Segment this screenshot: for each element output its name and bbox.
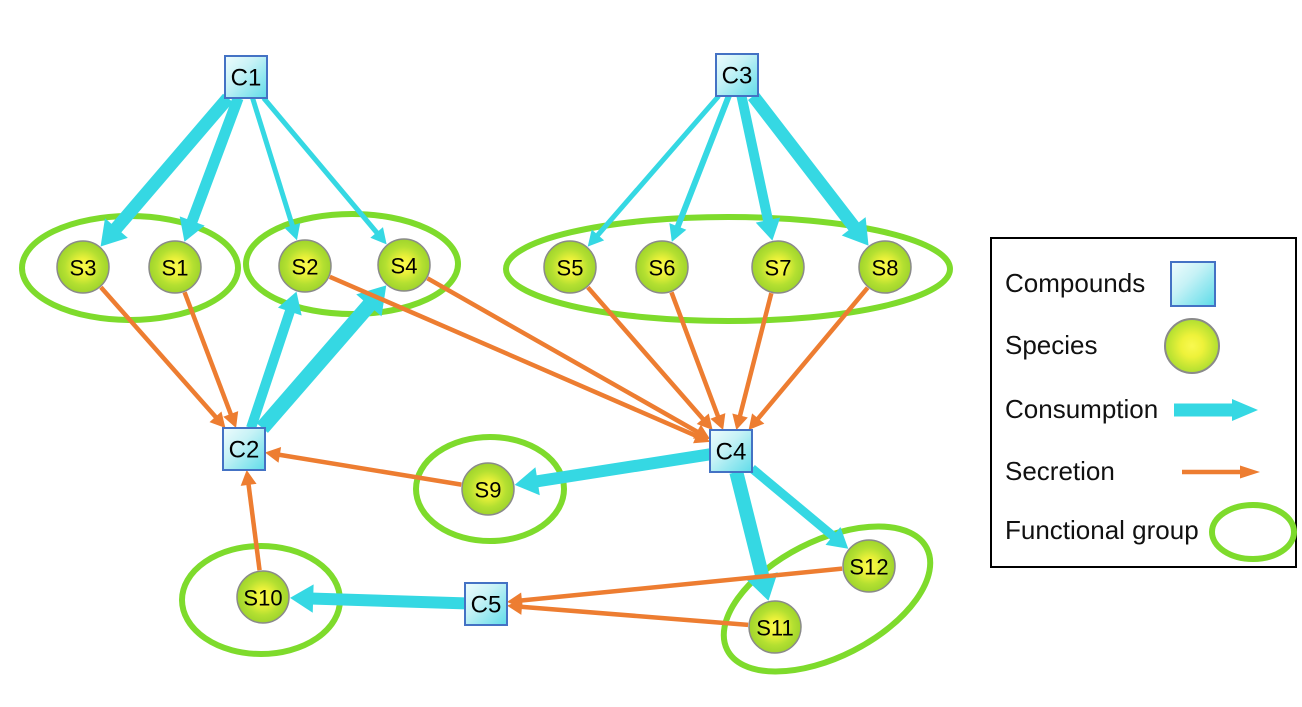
compound-node-C2: C2: [222, 427, 266, 471]
node-label-C1: C1: [231, 65, 262, 92]
compound-node-C5: C5: [464, 582, 508, 626]
species-node-S7: S7: [751, 240, 805, 294]
node-label-S4: S4: [391, 254, 418, 279]
node-label-C2: C2: [229, 437, 260, 464]
species-node-S1: S1: [148, 240, 202, 294]
consumption-arrow-C1-S2: [250, 97, 301, 241]
legend-label-compounds: Compounds: [1005, 268, 1146, 298]
compound-node-C3: C3: [715, 53, 759, 97]
secretion-arrow-swatch: [1182, 465, 1260, 479]
legend-label-consumption: Consumption: [1005, 394, 1159, 424]
node-label-S2: S2: [292, 255, 319, 280]
legend-box: Compounds Species Consumption Secretion …: [990, 237, 1297, 568]
consumption-arrow-C4-S12: [749, 465, 849, 549]
consumption-arrow-C2-S2: [246, 291, 302, 430]
species-node-S5: S5: [543, 240, 597, 294]
species-node-S6: S6: [635, 240, 689, 294]
species-circle-swatch: [1164, 318, 1220, 374]
secretion-arrow-S7-C4: [732, 292, 774, 430]
node-label-S9: S9: [475, 478, 502, 503]
secretion-arrow-S6-C4: [669, 291, 726, 430]
species-node-S9: S9: [461, 462, 515, 516]
node-label-C3: C3: [722, 63, 753, 90]
node-label-S12: S12: [849, 555, 888, 580]
consumption-arrow-C4-S11: [729, 470, 778, 601]
species-node-S4: S4: [377, 238, 431, 292]
compound-node-C1: C1: [224, 55, 268, 99]
secretion-arrow-S1-C2: [182, 291, 239, 428]
node-label-C4: C4: [716, 439, 747, 466]
node-label-S6: S6: [649, 256, 676, 281]
species-node-S2: S2: [278, 239, 332, 293]
species-node-S12: S12: [842, 539, 896, 593]
secretion-arrow-S8-C4: [748, 286, 870, 430]
consumption-arrow-C1-S1: [179, 96, 244, 242]
node-label-S11: S11: [756, 616, 794, 641]
node-label-S1: S1: [162, 256, 189, 281]
consumption-arrow-C1-S4: [261, 96, 387, 245]
node-label-S10: S10: [243, 586, 282, 611]
node-label-S5: S5: [557, 256, 584, 281]
legend-label-secretion: Secretion: [1005, 456, 1115, 486]
consumption-arrow-C5-S10: [289, 584, 466, 613]
secretion-arrow-S10-C2: [240, 470, 262, 571]
consumption-arrow-C3-S6: [669, 94, 732, 242]
species-node-S10: S10: [236, 570, 290, 624]
node-label-C5: C5: [471, 592, 502, 619]
compound-node-C4: C4: [709, 429, 753, 473]
species-node-S3: S3: [56, 240, 110, 294]
secretion-arrow-S4-C4: [426, 276, 710, 440]
secretion-arrow-S9-C2: [265, 446, 462, 487]
legend-label-species: Species: [1005, 330, 1098, 360]
secretion-arrow-S12-C5: [507, 566, 843, 609]
species-node-S8: S8: [858, 240, 912, 294]
functional-group-ellipse-S9: [413, 434, 567, 544]
consumption-arrow-C1-S3: [100, 93, 233, 247]
secretion-arrow-S11-C5: [507, 598, 749, 628]
compound-square-swatch: [1170, 261, 1216, 307]
functional-group-ellipse-S5-S6-S7-S8: [503, 214, 953, 324]
secretion-arrow-S3-C2: [99, 285, 226, 428]
consumption-arrow-C3-S8: [748, 92, 869, 246]
consumption-arrow-C3-S7: [736, 94, 781, 241]
consumption-arrow-C4-S9: [514, 448, 711, 496]
legend-label-functional-group: Functional group: [1005, 515, 1199, 545]
consumption-arrow-C3-S5: [587, 94, 721, 247]
node-label-S8: S8: [872, 256, 899, 281]
functional-group-ellipse-S3-S1: [19, 213, 241, 323]
species-node-S11: S11: [748, 600, 802, 654]
node-label-S7: S7: [765, 256, 792, 281]
consumption-arrow-swatch: [1174, 399, 1258, 421]
functional-group-ellipse-S11-S12: [720, 523, 934, 675]
functional-group-swatch: [1209, 502, 1297, 562]
node-label-S3: S3: [70, 256, 97, 281]
secretion-arrow-S5-C4: [586, 285, 713, 430]
